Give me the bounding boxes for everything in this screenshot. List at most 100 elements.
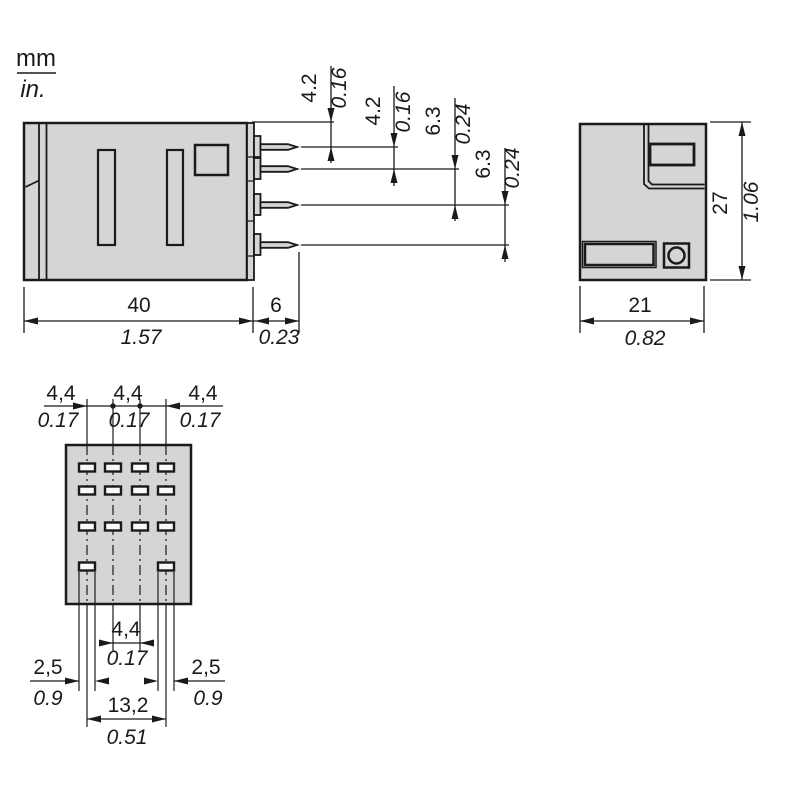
dim-d-mm-label: 6.3 xyxy=(472,149,495,178)
arrow-down xyxy=(451,155,459,169)
end-view-height-dimension: 27 1.06 xyxy=(709,121,763,281)
dim-b-mm-label: 4.2 xyxy=(362,96,385,125)
arrow-down xyxy=(501,191,509,205)
pin-pad xyxy=(103,485,123,496)
dim-dot xyxy=(110,403,116,409)
dim-21-in-label: 0.82 xyxy=(625,327,666,350)
pitch-left-mm-label: 4,4 xyxy=(46,382,76,405)
dim-27-mm-label: 27 xyxy=(709,191,732,214)
side-view xyxy=(22,121,301,282)
arrow-down xyxy=(738,266,746,280)
extension-lines xyxy=(579,286,705,333)
pin-3 xyxy=(259,201,301,209)
bottom-view xyxy=(64,399,193,727)
pad-edge-lines xyxy=(78,572,175,691)
pitch-mid-in-label: 0.17 xyxy=(109,409,151,432)
arrow-up xyxy=(390,169,398,183)
pin-pad xyxy=(156,521,176,532)
inner-pitch-in-label: 0.17 xyxy=(107,647,149,670)
dim-6-mm-label: 6 xyxy=(270,294,282,317)
end-view-button-circle xyxy=(667,246,686,265)
side-view-base-segments xyxy=(247,156,254,257)
arrow-up xyxy=(451,205,459,219)
pin-pad xyxy=(130,521,150,532)
dim-a-mm-label: 4.2 xyxy=(298,73,321,102)
centerlines-top xyxy=(86,399,167,445)
arrow-down xyxy=(390,133,398,147)
pin-pad xyxy=(103,521,123,532)
pin-pad xyxy=(156,561,176,572)
pitch-right-in-label: 0.17 xyxy=(180,409,222,432)
arrow-up xyxy=(501,245,509,259)
outer-pitch-mm-label: 13,2 xyxy=(108,694,149,717)
arrow-left xyxy=(95,677,109,685)
outer-pitch-in-label: 0.51 xyxy=(107,726,148,749)
pin-4 xyxy=(259,241,301,249)
extension-lines xyxy=(23,252,300,333)
arrow-right xyxy=(73,402,87,410)
arrow-down xyxy=(327,108,335,122)
arrow-left xyxy=(87,715,101,723)
units-legend: mm in. xyxy=(16,45,56,103)
extension-lines xyxy=(710,121,751,281)
arrow-up xyxy=(327,147,335,161)
side-view-slot-left xyxy=(96,148,117,247)
arrow-left xyxy=(166,402,180,410)
end-view-label-window xyxy=(648,142,696,167)
bottom-view-lower-dimensions: 4,4 0.17 2,5 0.9 2,5 0.9 13,2 0.51 xyxy=(30,618,225,749)
pin-2 xyxy=(259,165,301,173)
arrow-left xyxy=(580,317,594,325)
dim-21-mm-label: 21 xyxy=(628,294,651,317)
centerlines-bottom xyxy=(86,604,167,727)
pin-block xyxy=(253,157,262,180)
pin-pad xyxy=(103,462,123,473)
arrow-right xyxy=(285,317,299,325)
arrow-right xyxy=(65,677,79,685)
end-view-width-dimension: 21 0.82 xyxy=(579,286,705,350)
dim-6-in-label: 0.23 xyxy=(259,326,300,349)
end-view xyxy=(578,122,708,282)
arrow-right xyxy=(690,317,704,325)
bottom-view-top-dimensions: 4,4 0.17 4,4 0.17 4,4 0.17 xyxy=(38,382,223,432)
pin-block xyxy=(253,135,262,158)
dim-c-in-label: 0.24 xyxy=(452,104,475,145)
arrow-right xyxy=(144,677,158,685)
pitch-right-mm-label: 4,4 xyxy=(188,382,218,405)
units-in-label: in. xyxy=(20,76,45,103)
dim-27-in-label: 1.06 xyxy=(740,181,763,222)
pin-block xyxy=(253,233,262,256)
pin-width-left-in-label: 0.9 xyxy=(33,687,63,710)
arrow-left xyxy=(174,677,188,685)
end-view-panel-inner xyxy=(647,125,705,186)
arrow-left xyxy=(255,317,269,325)
dim-40-in-label: 1.57 xyxy=(121,326,163,349)
pin-width-right-in-label: 0.9 xyxy=(193,687,223,710)
arrow-right xyxy=(239,317,253,325)
pitch-left-in-label: 0.17 xyxy=(38,409,80,432)
dim-a-in-label: 0.16 xyxy=(328,67,351,108)
arrow-left xyxy=(24,317,38,325)
arrow-up xyxy=(738,122,746,136)
arrow-right xyxy=(152,715,166,723)
pin-block xyxy=(253,193,262,216)
end-view-socket-inner xyxy=(583,242,655,267)
pin-pad xyxy=(130,462,150,473)
inner-pitch-mm-label: 4,4 xyxy=(111,618,141,641)
pin-1 xyxy=(259,143,301,151)
side-view-slot-right xyxy=(165,148,185,247)
side-view-window xyxy=(193,143,230,177)
dim-c-mm-label: 6.3 xyxy=(422,106,445,135)
dim-d-in-label: 0.24 xyxy=(501,148,524,189)
side-view-pin-dimensions: 4.2 0.16 4.2 0.16 6.3 0.24 6.3 0.24 xyxy=(252,66,524,262)
pin-extension-lines xyxy=(252,121,509,246)
dim-b-in-label: 0.16 xyxy=(392,91,415,132)
pin-pad xyxy=(156,462,176,473)
pin-pad xyxy=(77,462,97,473)
pitch-mid-mm-label: 4,4 xyxy=(113,382,143,405)
dim-40-mm-label: 40 xyxy=(127,294,150,317)
arrow-left xyxy=(140,639,154,647)
dim-dot xyxy=(137,403,143,409)
pin-pad xyxy=(77,485,97,496)
